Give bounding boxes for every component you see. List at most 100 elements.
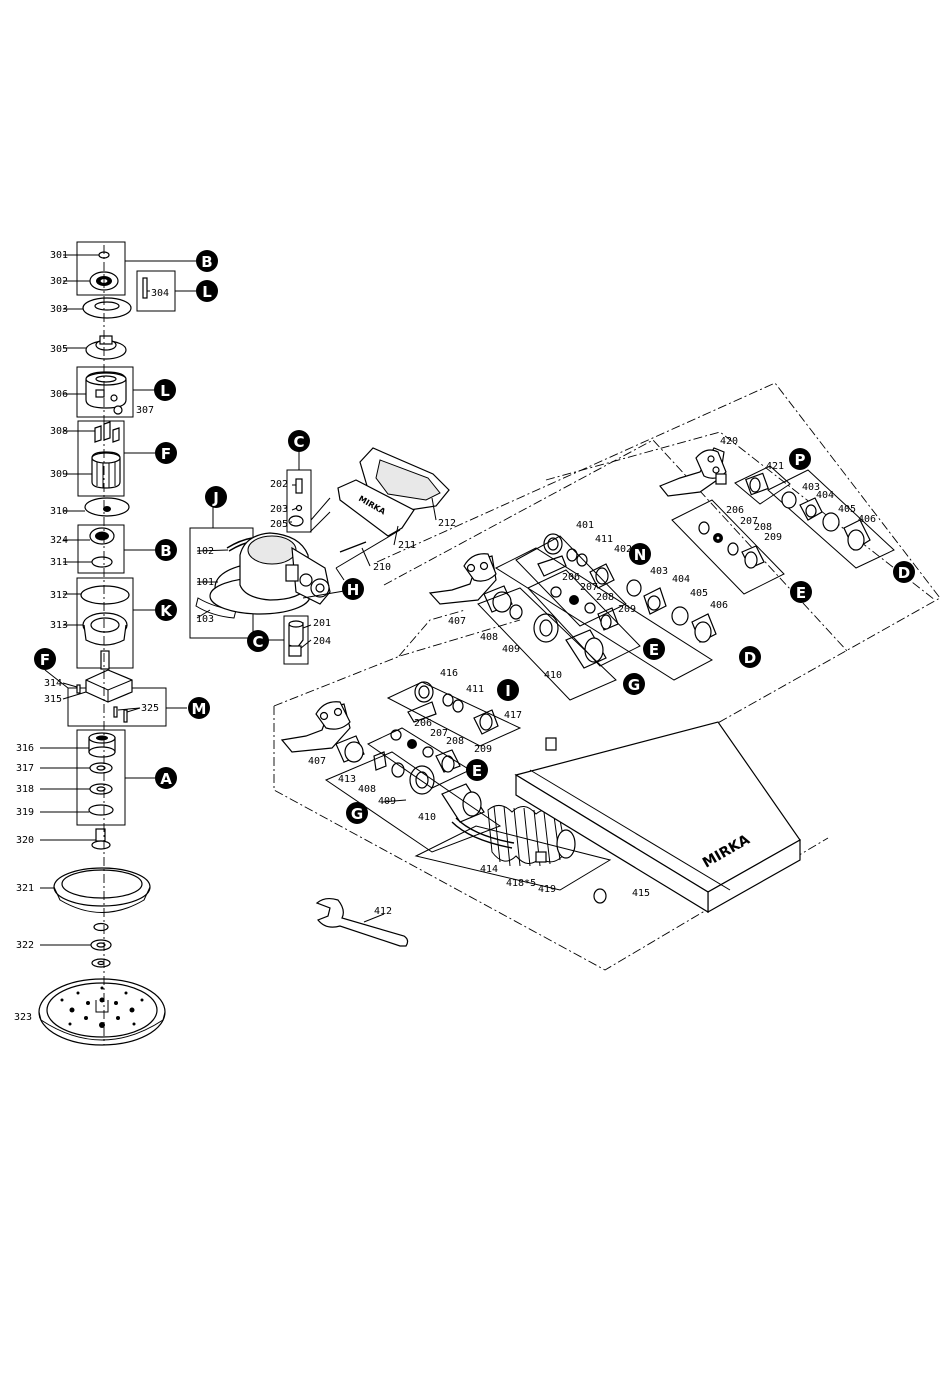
badge-circle — [739, 646, 761, 668]
part-label-p206c: 206 — [414, 718, 432, 729]
callout-badge-bN: N — [629, 543, 651, 565]
part-label-p208c: 208 — [446, 736, 464, 747]
part-label-p303: 303 — [50, 304, 68, 315]
exhaust-upper-group — [659, 447, 895, 595]
part-label-p208b: 208 — [596, 592, 614, 603]
part-label-p302: 302 — [50, 276, 68, 287]
part-label-p322: 322 — [16, 940, 34, 951]
badge-letter: G — [351, 805, 363, 823]
part-label-p306: 306 — [50, 389, 68, 400]
part-label-p420: 420 — [720, 436, 738, 447]
callout-badge-bI: I — [497, 679, 519, 701]
badge-circle — [155, 442, 177, 464]
part-label-p101: 101 — [196, 577, 214, 588]
badge-letter: F — [161, 445, 171, 463]
badge-letter: K — [160, 602, 173, 620]
part-label-p418: 418*5 — [506, 878, 536, 889]
part-label-p321: 321 — [16, 883, 34, 894]
badge-letter: E — [649, 641, 659, 659]
badge-letter: D — [898, 564, 910, 582]
part-label-p410a: 410 — [544, 670, 562, 681]
badge-letter: L — [160, 382, 170, 400]
left-stack — [38, 241, 196, 1046]
callout-badge-bF1: F — [155, 442, 177, 464]
part-label-p416: 416 — [440, 668, 458, 679]
badge-letter: E — [472, 762, 482, 780]
part-label-p307: 307 — [136, 405, 154, 416]
part-label-p212: 212 — [438, 518, 456, 529]
badge-circle — [288, 430, 310, 452]
part-label-p209a: 209 — [764, 532, 782, 543]
badge-circle — [789, 448, 811, 470]
badge-letter: C — [252, 633, 263, 651]
part-label-p208a: 208 — [754, 522, 772, 533]
callout-badge-bH: H — [342, 578, 364, 600]
part-label-p304: 304 — [151, 288, 169, 299]
part-label-p301: 301 — [50, 250, 68, 261]
badge-circle — [188, 697, 210, 719]
part-label-p320: 320 — [16, 835, 34, 846]
part-label-p407b: 407 — [308, 756, 326, 767]
tool-body-group: MIRKA — [189, 447, 450, 665]
part-label-p411b: 411 — [466, 684, 484, 695]
exhaust-middle-group — [428, 533, 717, 701]
part-label-p210: 210 — [373, 562, 391, 573]
part-label-p410b: 410 — [418, 812, 436, 823]
part-label-p207b: 207 — [580, 582, 598, 593]
part-label-p402: 402 — [614, 544, 632, 555]
part-label-p318: 318 — [16, 784, 34, 795]
callout-badge-bB1: B — [196, 250, 218, 272]
part-label-p312: 312 — [50, 590, 68, 601]
badge-letter: B — [160, 542, 171, 560]
badge-circle — [155, 599, 177, 621]
callout-badge-bP: P — [789, 448, 811, 470]
part-label-p401: 401 — [576, 520, 594, 531]
badge-letter: J — [212, 489, 219, 507]
storage-case: MIRKA — [514, 721, 801, 914]
part-label-p403a: 403 — [802, 482, 820, 493]
badge-letter: F — [40, 651, 50, 669]
part-label-p316: 316 — [16, 743, 34, 754]
badge-circle — [154, 379, 176, 401]
part-label-p309: 309 — [50, 469, 68, 480]
part-label-p206b: 206 — [562, 572, 580, 583]
part-label-p408a: 408 — [480, 632, 498, 643]
callout-badge-bJ: J — [205, 486, 227, 508]
badge-letter: D — [744, 649, 756, 667]
badge-circle — [893, 561, 915, 583]
callout-badge-bL2: L — [154, 379, 176, 401]
part-label-p408b: 408 — [358, 784, 376, 795]
badge-circle — [466, 759, 488, 781]
part-label-p311: 311 — [50, 557, 68, 568]
part-label-p207a: 207 — [740, 516, 758, 527]
callout-badge-bK: K — [155, 599, 177, 621]
part-label-p324: 324 — [50, 535, 68, 546]
part-label-p308: 308 — [50, 426, 68, 437]
callout-badge-bE3: E — [466, 759, 488, 781]
part-label-p409b: 409 — [378, 796, 396, 807]
part-label-p412: 412 — [374, 906, 392, 917]
badge-letter: A — [160, 770, 172, 788]
badge-circle — [196, 280, 218, 302]
part-label-p102: 102 — [196, 546, 214, 557]
part-label-p414: 414 — [480, 864, 498, 875]
callout-badge-bA: A — [155, 767, 177, 789]
callout-badge-bM: M — [188, 697, 210, 719]
part-label-p313: 313 — [50, 620, 68, 631]
badge-letter: L — [202, 283, 212, 301]
callout-badge-bB2: B — [155, 539, 177, 561]
callout-badge-bC2: C — [247, 630, 269, 652]
part-label-p103: 103 — [196, 614, 214, 625]
badge-circle — [155, 767, 177, 789]
badge-circle — [205, 486, 227, 508]
callout-badge-bD2: D — [739, 646, 761, 668]
badge-circle — [247, 630, 269, 652]
part-label-p205: 205 — [270, 519, 288, 530]
part-label-p413: 413 — [338, 774, 356, 785]
part-label-p314: 314 — [44, 678, 62, 689]
badge-circle — [346, 802, 368, 824]
part-label-p201: 201 — [313, 618, 331, 629]
part-label-p305: 305 — [50, 344, 68, 355]
part-label-p409a: 409 — [502, 644, 520, 655]
